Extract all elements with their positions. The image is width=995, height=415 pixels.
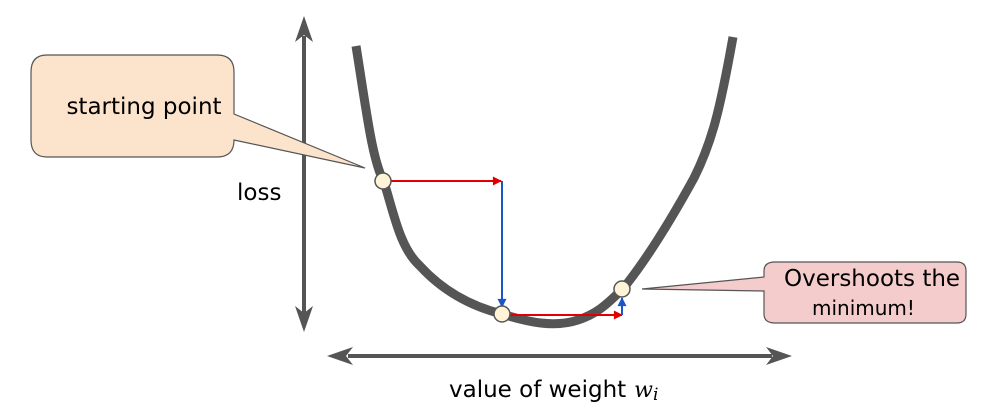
overshoot-label-line2: minimum! [812,296,915,320]
starting-point-label: starting point [66,94,221,120]
x-axis-label: value of weight wi [449,377,658,405]
x-axis-var: w [634,378,653,403]
y-axis-arrow-down [295,306,313,332]
starting-point-callout [30,54,366,169]
starting-point-marker [374,172,392,190]
overshoot-point-marker [613,280,631,298]
overshoot-label-line1: Overshoots the [784,266,960,292]
x-axis-arrow-left [327,347,353,365]
y-axis-arrow-up [295,16,313,42]
y-axis-label: loss [237,180,281,206]
second-point-marker [493,305,511,323]
x-axis-var-subscript: i [653,385,658,405]
x-axis-label-text: value of weight [449,377,626,403]
overshoot-callout [641,261,967,324]
x-axis-arrow-right [766,347,792,365]
